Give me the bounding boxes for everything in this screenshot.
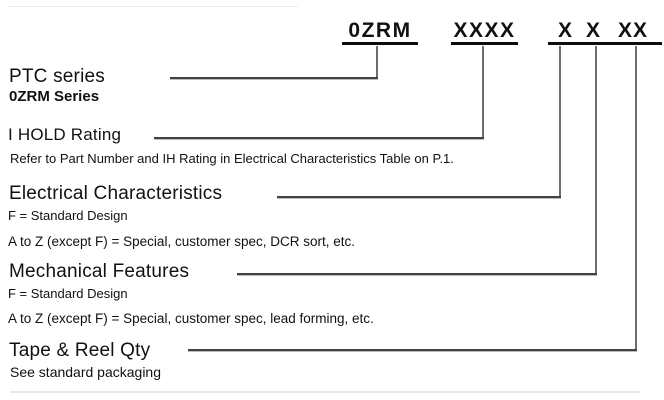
connector-vertical-reel [635, 46, 637, 351]
section-title-ihold-rating: I HOLD Rating [8, 125, 122, 144]
part-segment-suffix-group: X X XX [548, 19, 662, 45]
connector-horizontal-electrical [277, 196, 561, 199]
connector-horizontal-series [170, 77, 378, 80]
section-note-electrical-standard: F = Standard Design [8, 208, 128, 223]
section-note-ihold-reference: Refer to Part Number and IH Rating in El… [10, 151, 454, 166]
section-note-tape-reel-packaging: See standard packaging [10, 364, 161, 380]
connector-horizontal-reel [188, 349, 637, 352]
connector-vertical-electrical [559, 46, 561, 198]
section-title-ptc-series: PTC series [9, 66, 105, 87]
connector-vertical-series [376, 46, 378, 79]
section-note-electrical-special: A to Z (except F) = Special, customer sp… [8, 234, 355, 249]
section-note-0zrm-series: 0ZRM Series [9, 88, 100, 105]
scan-artifact-bottom [10, 391, 640, 393]
connector-vertical-ihold [482, 46, 484, 139]
connector-horizontal-mechanical [237, 273, 597, 276]
section-note-mechanical-special: A to Z (except F) = Special, customer sp… [8, 311, 374, 326]
connector-vertical-mechanical [595, 46, 597, 275]
part-segment-series-prefix: 0ZRM [342, 20, 418, 45]
part-segment-electrical-code: X [558, 19, 574, 42]
section-title-electrical-characteristics: Electrical Characteristics [9, 183, 223, 204]
connector-horizontal-ihold [154, 137, 484, 140]
scan-artifact-top [8, 6, 298, 7]
section-title-tape-reel-qty: Tape & Reel Qty [9, 340, 151, 361]
section-note-mechanical-standard: F = Standard Design [8, 286, 128, 301]
part-segment-reel-code: XX [618, 19, 649, 42]
part-segment-mechanical-code: X [586, 19, 602, 42]
section-title-mechanical-features: Mechanical Features [9, 261, 190, 282]
part-segment-ihold-code: XXXX [451, 20, 518, 45]
